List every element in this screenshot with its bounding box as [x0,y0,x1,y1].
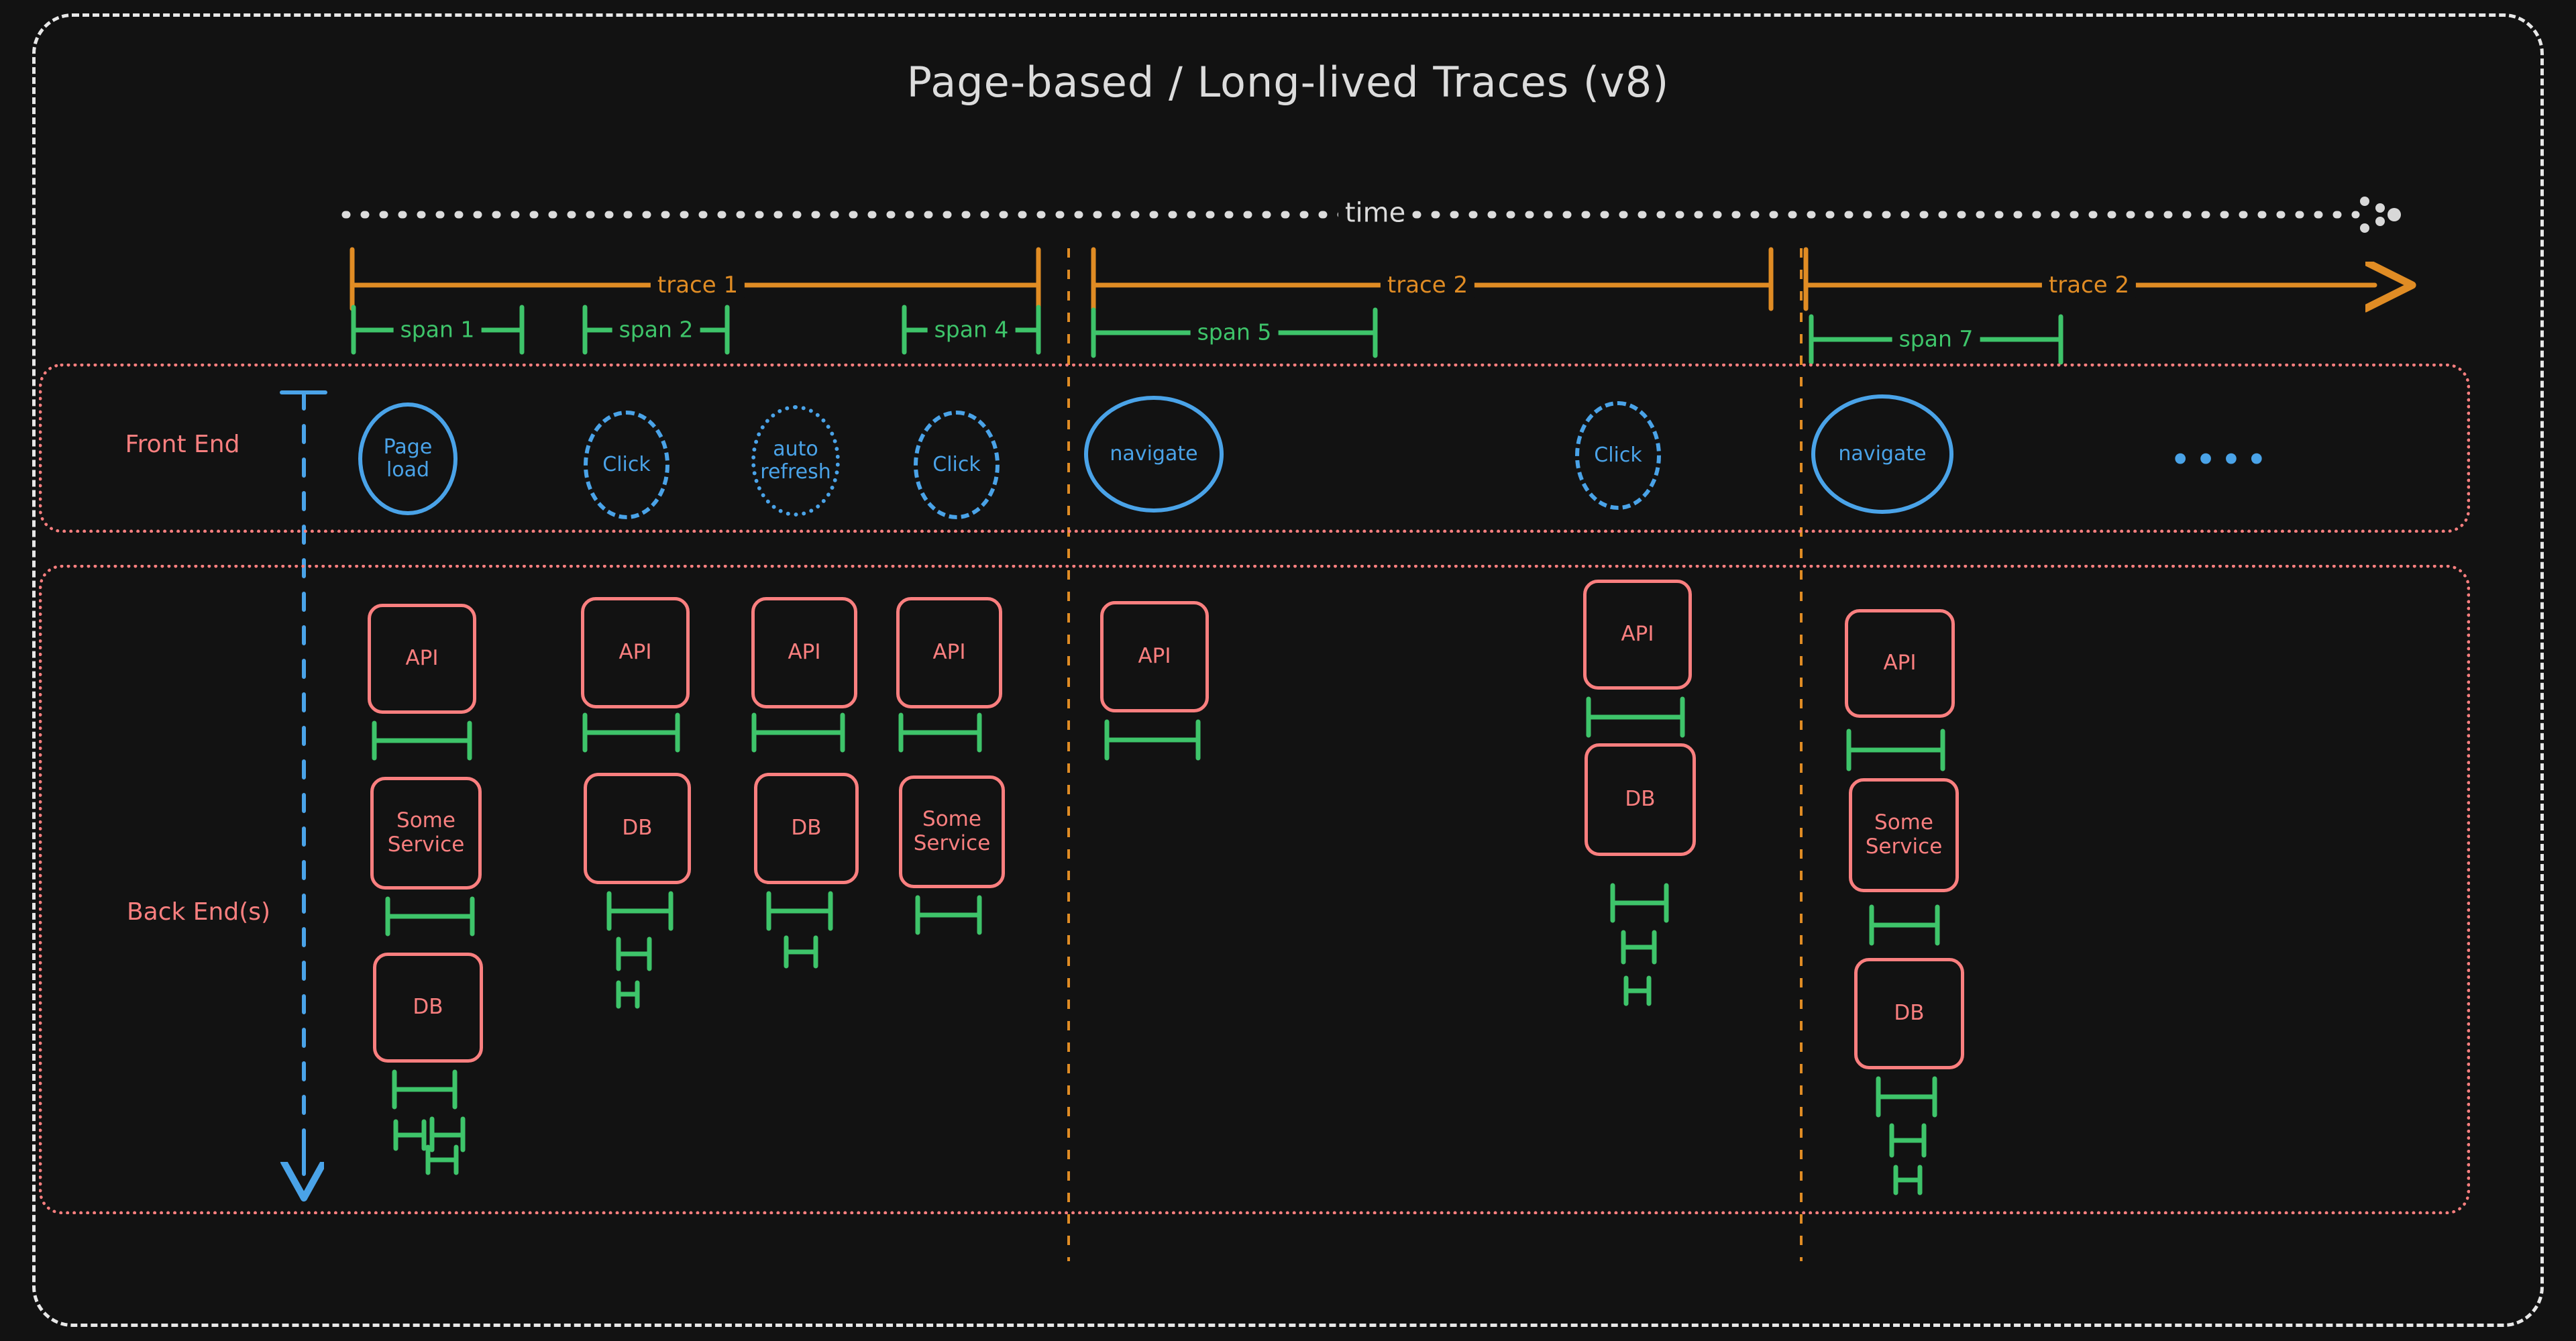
backend-node-some-service-c1[interactable]: Some Service [370,777,482,890]
frontend-continuation-dots: •••• [2169,438,2271,481]
frontend-node-label: Click [1594,443,1642,467]
time-axis-label: time [1338,198,1413,229]
frontend-node-click-2[interactable]: Click [914,411,1000,519]
span-label-5: span 5 [1190,320,1279,345]
frontend-node-navigate-2[interactable]: navigate [1811,394,1953,514]
backend-tier-label: Back End(s) [126,898,271,926]
trace-label-2: trace 2 [1380,272,1475,298]
frontend-node-click-1[interactable]: Click [584,411,669,519]
backend-node-some-service-c4[interactable]: Some Service [899,775,1005,888]
backend-node-label: Some Service [913,807,991,855]
frontend-node-page-load[interactable]: Page load [358,403,458,515]
backend-node-label: DB [622,816,653,841]
backend-node-label: API [405,646,439,671]
backend-node-label: DB [1894,1001,1925,1026]
backend-node-some-service-c7[interactable]: Some Service [1849,778,1959,892]
backend-node-api-c7[interactable]: API [1845,609,1955,718]
backend-node-label: DB [791,816,822,841]
span-label-1: span 1 [393,317,482,343]
backend-node-label: DB [413,995,443,1020]
backend-node-label: API [932,640,966,665]
frontend-node-label: auto refresh [760,437,831,484]
frontend-node-label: navigate [1110,441,1198,466]
backend-node-label: API [1621,622,1654,647]
backend-node-db-c1[interactable]: DB [373,953,483,1063]
backend-node-db-c6[interactable]: DB [1585,743,1696,856]
backend-node-api-c6[interactable]: API [1583,580,1692,690]
frontend-tier-label: Front End [125,430,240,458]
backend-node-api-c4[interactable]: API [896,597,1002,708]
frontend-node-label: navigate [1838,441,1927,466]
backend-node-api-c1[interactable]: API [368,604,476,714]
frontend-node-click-3[interactable]: Click [1575,401,1661,510]
span-label-4: span 4 [927,317,1016,343]
frontend-node-navigate-1[interactable]: navigate [1084,396,1224,513]
backend-node-label: API [1883,651,1917,676]
backend-node-db-c3[interactable]: DB [754,773,859,884]
span-label-7: span 7 [1892,327,1980,352]
depth-arrow [280,390,327,1174]
frontend-node-label: Page load [383,435,433,482]
backend-node-label: API [1138,644,1171,669]
frontend-node-auto-refresh[interactable]: auto refresh [751,405,840,517]
trace-label-1: trace 1 [650,272,745,298]
span-label-2: span 2 [612,317,700,343]
backend-node-label: Some Service [1865,810,1943,859]
frontend-node-label: Click [602,452,651,476]
frontend-node-label: Click [932,452,981,476]
backend-node-label: API [619,640,652,665]
backend-node-label: Some Service [387,808,465,857]
backend-node-db-c7[interactable]: DB [1854,958,1964,1069]
backend-span-brackets-col5 [1104,719,1201,761]
backend-node-api-c5[interactable]: API [1100,601,1209,712]
backend-node-api-c2[interactable]: API [581,597,690,708]
trace-label-3: trace 2 [2041,272,2137,298]
backend-node-label: DB [1625,787,1656,812]
backend-node-label: API [788,640,821,665]
backend-node-db-c2[interactable]: DB [584,773,691,884]
page-title: Page-based / Long-lived Traces (v8) [906,58,1670,107]
backend-node-api-c3[interactable]: API [751,597,857,708]
